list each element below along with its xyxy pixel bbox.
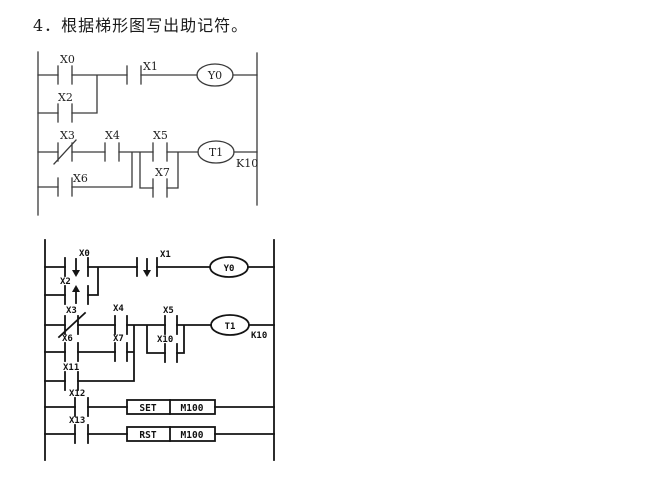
contact-bars (74, 424, 89, 444)
falling-edge-contact-x0: X0 (64, 249, 90, 277)
contact-bars (74, 397, 89, 417)
ladder-diagram-top: X0 X2 X1 Y0 X3 X4 (37, 51, 258, 216)
timer-coil-t1: T1 K10 (210, 314, 267, 341)
coil-ellipse (209, 256, 249, 278)
coil-label: Y0 (207, 69, 222, 82)
contact-bars (164, 315, 178, 335)
coil-ellipse (196, 63, 234, 87)
arrow-head (72, 270, 80, 277)
no-contact-x4: X4 (113, 304, 128, 335)
no-contact-x10: X10 (157, 335, 178, 363)
no-contact-x13: X13 (69, 416, 89, 444)
no-contact-x6: X6 (62, 334, 79, 362)
instruction-operand: M100 (181, 430, 204, 441)
instruction-box-frame (126, 399, 216, 415)
contact-label: X12 (69, 389, 85, 399)
contact-bars (64, 257, 89, 277)
no-contact-x2: X2 (57, 91, 73, 123)
nc-contact-x3: X3 (57, 306, 87, 339)
ladder-diagram-bottom: X0 X2 X1 Y0 (44, 239, 275, 461)
contact-bars (64, 285, 89, 305)
contact-label: X5 (153, 129, 168, 142)
coil-label: T1 (225, 322, 236, 332)
output-coil-y0: Y0 (209, 256, 249, 278)
contact-bars (104, 142, 120, 162)
no-contact-x5: X5 (152, 129, 168, 162)
contact-label: X2 (60, 277, 71, 287)
no-contact-x6: X6 (57, 172, 88, 197)
contact-bars (57, 177, 73, 197)
coil-label: Y0 (224, 264, 235, 274)
contact-bars (152, 142, 168, 162)
contact-label: X5 (163, 306, 174, 316)
contact-bars-with-slash (53, 139, 77, 165)
instruction-box-frame (126, 426, 216, 442)
preset-label-k10: K10 (236, 157, 258, 170)
contact-bars (152, 178, 168, 198)
instruction-mnemonic: RST (139, 430, 156, 441)
contact-bars-with-slash (57, 311, 87, 339)
output-coil-y0: Y0 (196, 63, 234, 87)
no-contact-x5: X5 (163, 306, 178, 335)
down-arrow-icon (72, 258, 80, 277)
contact-label: X11 (63, 363, 79, 373)
rst-instruction-box: RST M100 (126, 426, 216, 442)
contact-label: X6 (62, 334, 73, 344)
down-arrow-icon (143, 258, 151, 277)
contact-label: X3 (60, 129, 75, 142)
coil-ellipse (210, 314, 250, 336)
contact-label: X2 (58, 91, 73, 104)
no-contact-x12: X12 (69, 389, 89, 417)
nc-contact-x3: X3 (53, 129, 77, 165)
no-contact-x1: X1 (126, 60, 158, 85)
preset-label-k10: K10 (251, 331, 267, 341)
contact-label: X0 (79, 249, 90, 259)
contact-bars (136, 257, 158, 277)
contact-bars (114, 315, 128, 335)
contact-label: X7 (155, 166, 170, 179)
rising-edge-contact-x2: X2 (60, 277, 89, 305)
contact-bars (164, 343, 178, 363)
coil-label: T1 (209, 146, 223, 159)
set-instruction-box: SET M100 (126, 399, 216, 415)
timer-coil-t1: T1 K10 (197, 140, 258, 170)
contact-label: X4 (105, 129, 120, 142)
contact-bars (57, 65, 73, 85)
instruction-operand: M100 (181, 403, 204, 414)
no-contact-x7: X7 (152, 166, 170, 198)
contact-bars (114, 342, 128, 362)
exercise-title: 4．根据梯形图写出助记符。 (33, 16, 249, 35)
falling-edge-contact-x1: X1 (136, 250, 171, 277)
no-contact-x0: X0 (57, 53, 75, 85)
wires (44, 266, 275, 435)
contact-bars (64, 371, 79, 391)
instruction-mnemonic: SET (139, 403, 156, 414)
contact-label: X7 (113, 334, 124, 344)
contact-label: X6 (73, 172, 88, 185)
contact-label: X1 (160, 250, 171, 260)
up-arrow-icon (72, 285, 80, 304)
contact-label: X1 (143, 60, 158, 73)
contact-label: X0 (60, 53, 75, 66)
contact-label: X3 (66, 306, 77, 316)
wires (37, 74, 258, 189)
contact-bars (57, 103, 73, 123)
contact-label: X4 (113, 304, 124, 314)
contact-label: X13 (69, 416, 85, 426)
no-contact-x7: X7 (113, 334, 128, 362)
arrow-head (143, 270, 151, 277)
coil-ellipse (197, 140, 235, 164)
arrow-head (72, 285, 80, 292)
contact-bars (64, 342, 79, 362)
contact-bars (126, 65, 142, 85)
contact-label: X10 (157, 335, 173, 345)
no-contact-x4: X4 (104, 129, 120, 162)
no-contact-x11: X11 (63, 363, 79, 391)
